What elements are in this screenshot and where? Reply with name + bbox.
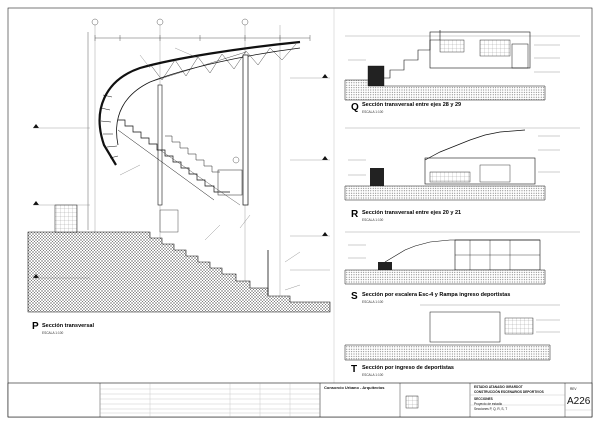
section-r-scale: ESCALA 1:100 — [362, 218, 384, 222]
section-s-title: Sección por escalera Esc-4 y Rampa ingre… — [362, 292, 511, 298]
section-r-drawing — [344, 127, 580, 201]
section-p-drawing — [27, 18, 331, 313]
section-q-drawing — [344, 30, 580, 101]
section-q-title: Sección transversal entre ejes 28 y 29 — [362, 102, 462, 108]
section-r-letter: R — [351, 209, 359, 220]
section-t-scale: ESCALA 1:100 — [362, 373, 384, 377]
section-t-title: Sección por ingreso de deportistas — [362, 365, 454, 371]
section-s-letter: S — [351, 291, 358, 302]
section-s-drawing — [344, 231, 580, 285]
project-line-2: CONSTRUCCIÓN ESCENARIOS DEPORTIVOS — [474, 390, 544, 394]
sheet-code: A226 — [567, 396, 591, 407]
sheet-label-3: Secciones P, Q, R, S, T — [474, 407, 508, 411]
section-t-letter: T — [351, 364, 358, 375]
logo-mark — [405, 395, 419, 409]
title-block-frame — [7, 382, 593, 418]
section-p-title: Sección transversal — [42, 323, 94, 329]
sheet-label-2: Proyecto de estadio — [474, 402, 503, 406]
revision-label: REV — [570, 387, 577, 391]
project-line-1: ESTADIO ATANASIO GIRARDOT — [474, 385, 523, 389]
section-p-scale: ESCALA 1:100 — [42, 331, 64, 335]
section-r-title: Sección transversal entre ejes 20 y 21 — [362, 210, 462, 216]
sheet-label-1: SECCIONES — [474, 397, 493, 401]
section-p-letter: P — [32, 321, 39, 332]
section-t-drawing — [344, 304, 560, 361]
section-s-scale: ESCALA 1:100 — [362, 300, 384, 304]
studio-name: Consorcio Urbano - Arquitectos — [324, 385, 385, 390]
section-q-letter: Q — [351, 102, 359, 113]
section-q-scale: ESCALA 1:100 — [362, 110, 384, 114]
